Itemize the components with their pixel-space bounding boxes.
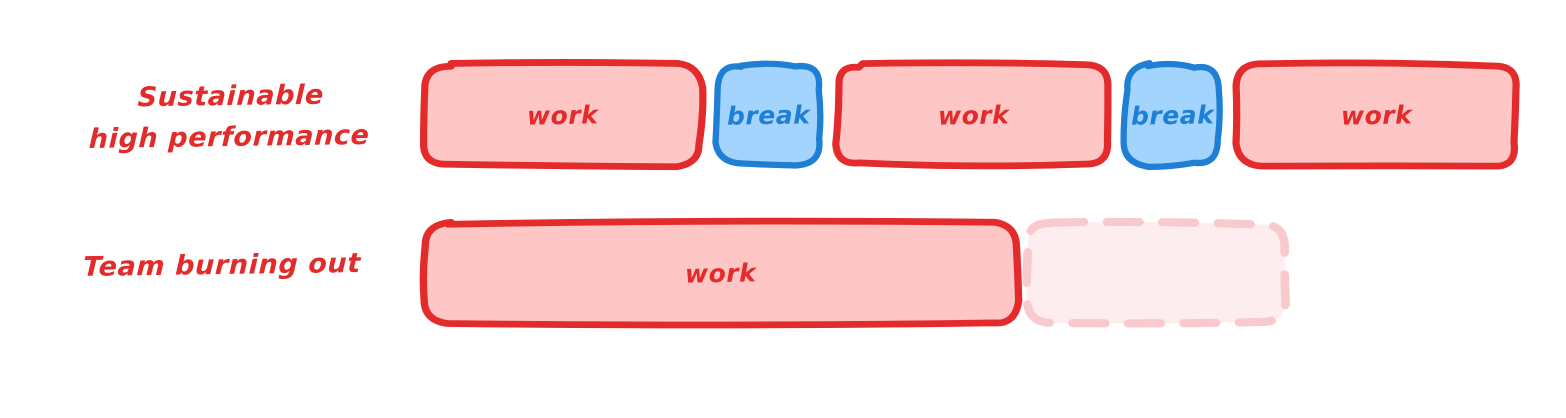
block-break-r1-2: break [712, 60, 826, 170]
row-label-sustainable: Sustainable high performance [88, 79, 371, 155]
block-ghost-r2-2 [1022, 217, 1290, 328]
block-shape-work [1232, 59, 1520, 170]
block-shape-work [419, 217, 1023, 329]
block-shape-ghost [1022, 217, 1290, 328]
block-work-r1-5: work [1232, 59, 1522, 170]
block-shape-break [1120, 60, 1223, 171]
block-break-r1-4: break [1120, 60, 1225, 171]
block-work-r1-1: work [420, 59, 707, 171]
block-work-r1-3: work [832, 59, 1115, 170]
block-shape-work [832, 59, 1112, 170]
block-work-r2-1: work [419, 217, 1023, 329]
row-label-burnout: Team burning out [82, 248, 362, 283]
block-shape-work [420, 59, 707, 171]
block-shape-break [712, 60, 824, 169]
